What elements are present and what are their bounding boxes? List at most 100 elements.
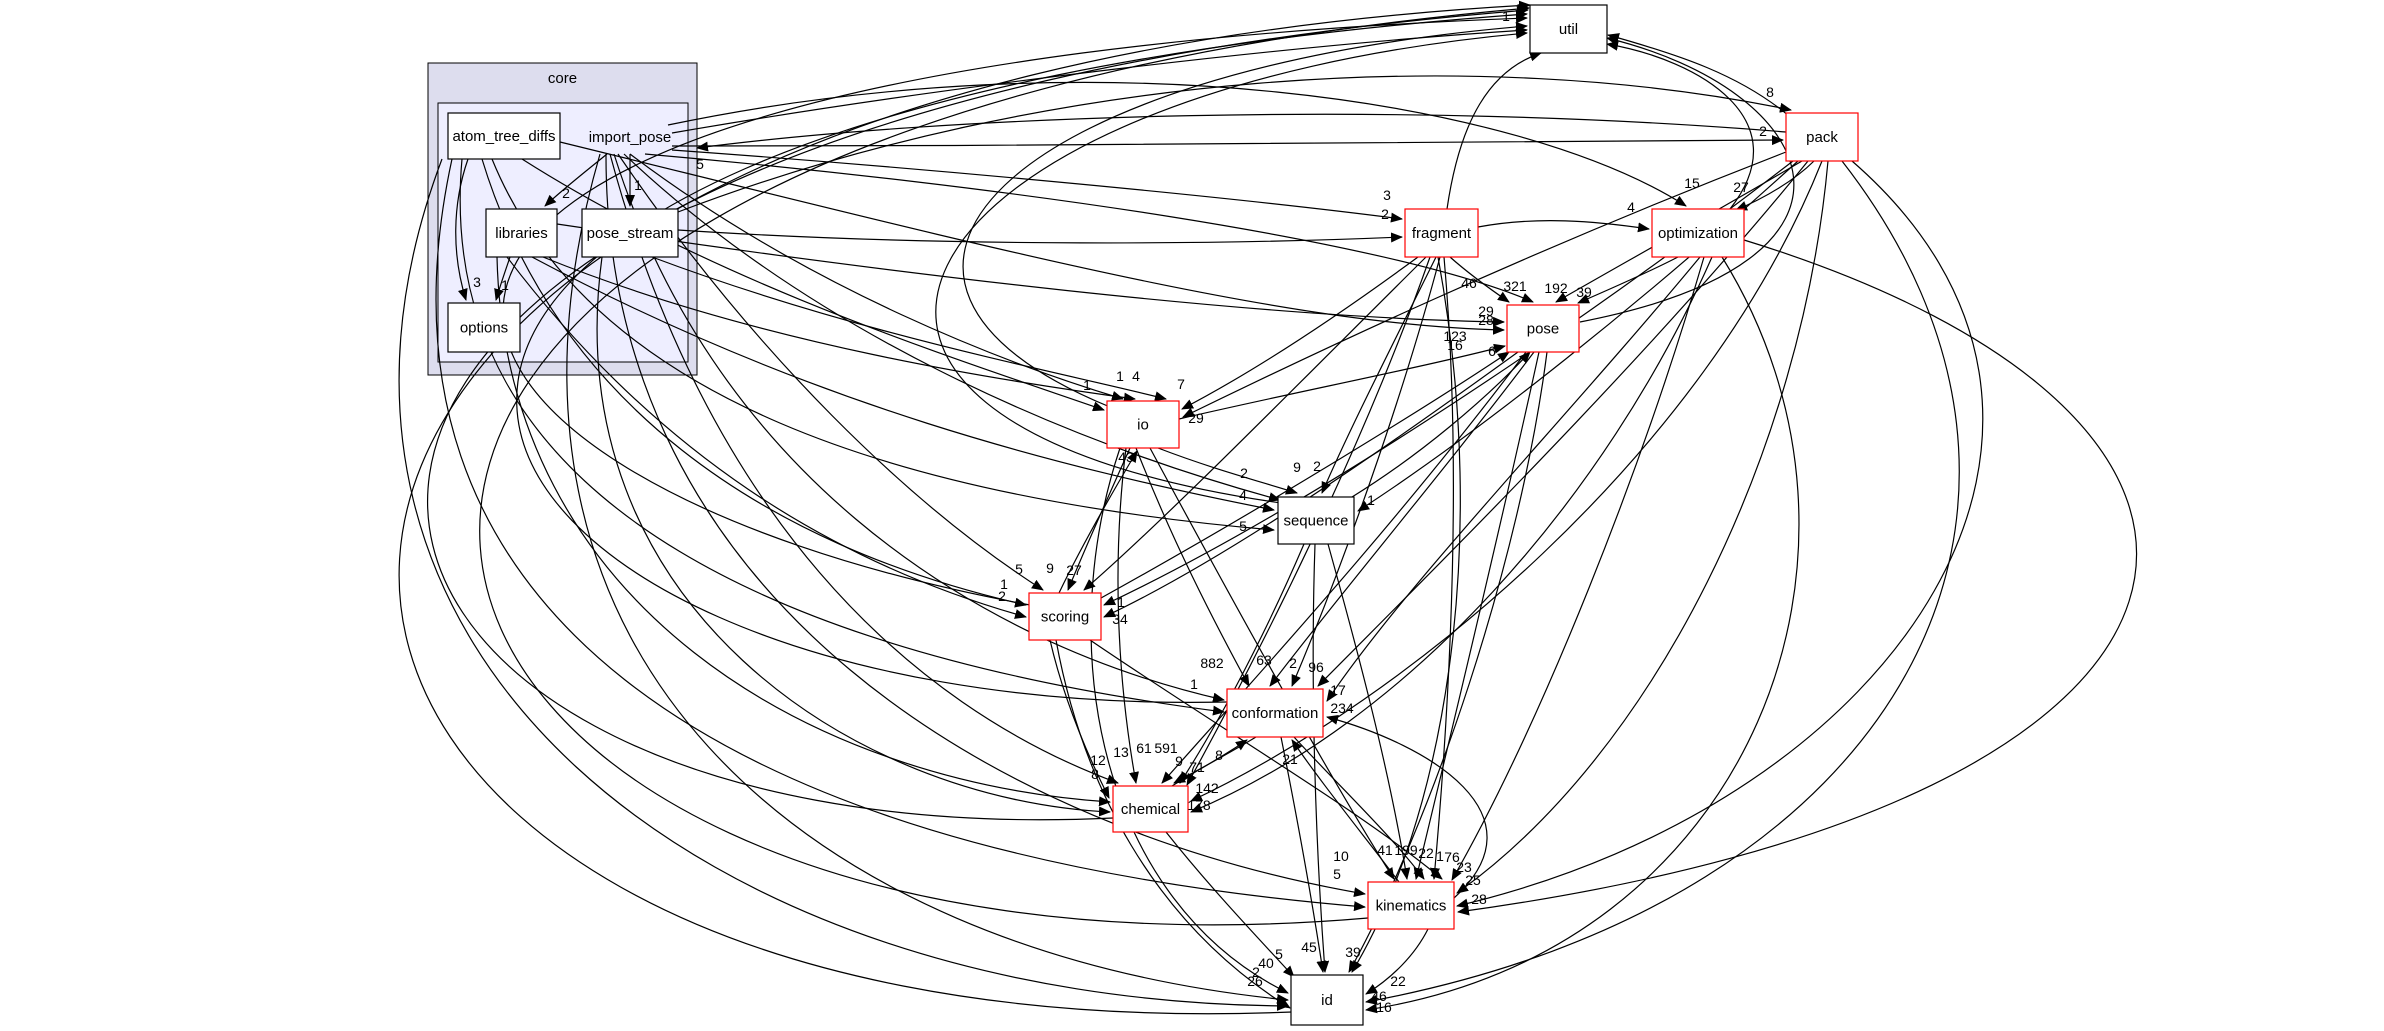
edge-import_pose-libraries <box>544 153 608 207</box>
node-libraries[interactable]: libraries <box>485 208 558 258</box>
edge-io-conformation <box>1135 447 1250 687</box>
edge-io-scoring <box>1067 447 1131 591</box>
edge-count-label: 1 <box>634 177 642 193</box>
edge-kinematics-util <box>479 3 1530 926</box>
edge-count-label: 4 <box>1132 368 1140 384</box>
edge-count-label: 29 <box>1188 410 1204 426</box>
node-box-pose[interactable] <box>1506 304 1580 353</box>
node-box-options[interactable] <box>447 302 521 353</box>
node-optimization[interactable]: optimization <box>1651 208 1745 258</box>
node-box-pack[interactable] <box>1785 112 1859 162</box>
node-sequence[interactable]: sequence <box>1277 496 1355 545</box>
edge-atom_tree_diffs-pose <box>559 141 1505 335</box>
edge-atom_tree_diffs-id <box>398 158 1289 1011</box>
edge-pack-id <box>1365 160 1960 1005</box>
edge-chemical-id <box>1165 831 1295 978</box>
node-scoring[interactable]: scoring <box>1028 592 1102 641</box>
edge-conformation-util <box>516 9 1528 703</box>
node-box-conformation[interactable] <box>1226 688 1324 738</box>
edge-count-label: 1 <box>1502 8 1510 24</box>
node-pose[interactable]: pose <box>1506 304 1580 353</box>
edge-count-label: 9 <box>1293 459 1301 475</box>
edge-count-label: 178 <box>1187 797 1211 813</box>
edge-count-label: 13 <box>1113 744 1129 760</box>
edge-count-label: 23 <box>1456 859 1472 875</box>
edge-count-label: 16 <box>1376 999 1392 1015</box>
node-box-libraries[interactable] <box>485 208 558 258</box>
node-box-pose_stream[interactable] <box>581 208 679 258</box>
edge-import_pose-chemical <box>609 153 1119 784</box>
edge-count-label: 1 <box>1000 576 1008 592</box>
node-io[interactable]: io <box>1106 400 1180 449</box>
edge-optimization-chemical <box>1190 256 1713 813</box>
edge-scoring-pose <box>1100 351 1510 599</box>
edge-pack-kinematics <box>1456 160 1829 894</box>
edge-io-id <box>1090 447 1289 994</box>
edge-sequence-kinematics <box>1327 543 1411 880</box>
edge-count-label: 71 <box>1189 759 1205 775</box>
node-label-sequence: sequence <box>1283 513 1348 530</box>
node-box-fragment[interactable] <box>1404 208 1479 258</box>
edge-count-label: 34 <box>1112 611 1128 627</box>
edge-count-label: 41 <box>1377 842 1393 858</box>
node-fragment[interactable]: fragment <box>1404 208 1479 258</box>
edge-scoring-io <box>1058 450 1138 594</box>
edge-optimization-pose <box>1577 256 1679 304</box>
node-atom_tree_diffs[interactable]: atom_tree_diffs <box>447 112 561 160</box>
edge-count-label: 882 <box>1200 655 1224 671</box>
node-label-id: id <box>1321 992 1333 1009</box>
node-util[interactable]: util <box>1529 4 1608 54</box>
edge-count-label: 2 <box>998 588 1006 604</box>
node-pack[interactable]: pack <box>1785 112 1859 162</box>
node-box-optimization[interactable] <box>1651 208 1745 258</box>
node-box-io[interactable] <box>1106 400 1180 449</box>
edge-import_pose-sequence <box>623 153 1281 502</box>
edge-optimization-id <box>1365 256 1800 1014</box>
edge-fragment-sequence <box>1321 256 1437 494</box>
edge-import_pose-io <box>629 153 1124 401</box>
edge-count-label: 1 <box>501 277 509 293</box>
edge-fragment-io <box>1181 256 1419 410</box>
node-box-util[interactable] <box>1529 4 1608 54</box>
edge-pose-kinematics <box>1413 351 1540 880</box>
node-box-sequence[interactable] <box>1277 496 1355 545</box>
edge-optimization-util <box>1606 40 1754 210</box>
edge-pack-util <box>1607 33 1790 117</box>
node-options[interactable]: options <box>447 302 521 353</box>
node-box-kinematics[interactable] <box>1367 881 1455 930</box>
node-box-atom_tree_diffs[interactable] <box>447 112 561 160</box>
edge-conformation-kinematics <box>1293 736 1425 880</box>
edge-kinematics-conformation <box>1326 715 1488 899</box>
edge-count-label: 46 <box>1371 988 1387 1004</box>
edge-count-label: 1 <box>1117 594 1125 610</box>
edge-sequence-chemical <box>1179 543 1305 784</box>
edge-count-label: 22 <box>1418 845 1434 861</box>
edge-count-label: 15 <box>1684 175 1700 191</box>
edge-sequence-id <box>1312 543 1330 973</box>
edge-pose_stream-pack <box>677 75 1792 213</box>
edge-conformation-id <box>1280 736 1327 973</box>
node-box-id[interactable] <box>1290 974 1364 1026</box>
edge-count-label: 17 <box>1330 682 1346 698</box>
edge-count-label: 1 <box>1116 368 1124 384</box>
edge-libraries-pose <box>556 223 1505 327</box>
node-conformation[interactable]: conformation <box>1226 688 1324 738</box>
edge-pack-chemical <box>1190 160 1823 802</box>
node-box-scoring[interactable] <box>1028 592 1102 641</box>
edge-pose-conformation <box>1269 351 1535 687</box>
edge-count-label: 2 <box>1252 964 1260 980</box>
edge-scoring-chemical <box>1049 639 1110 799</box>
edge-fragment-optimization <box>1477 220 1650 233</box>
node-chemical[interactable]: chemical <box>1112 785 1189 833</box>
edge-import_pose-pose <box>644 153 1534 303</box>
node-pose_stream[interactable]: pose_stream <box>581 208 679 258</box>
edge-count-label: 2 <box>1759 123 1767 139</box>
node-label-libraries: libraries <box>495 225 548 242</box>
edge-pose-id <box>1348 351 1548 973</box>
edge-count-label: 25 <box>1465 872 1481 888</box>
node-id[interactable]: id <box>1290 974 1364 1026</box>
edge-optimization-kinematics <box>1451 256 1705 881</box>
edge-count-label: 199 <box>1394 842 1418 858</box>
node-kinematics[interactable]: kinematics <box>1367 881 1455 930</box>
node-box-chemical[interactable] <box>1112 785 1189 833</box>
